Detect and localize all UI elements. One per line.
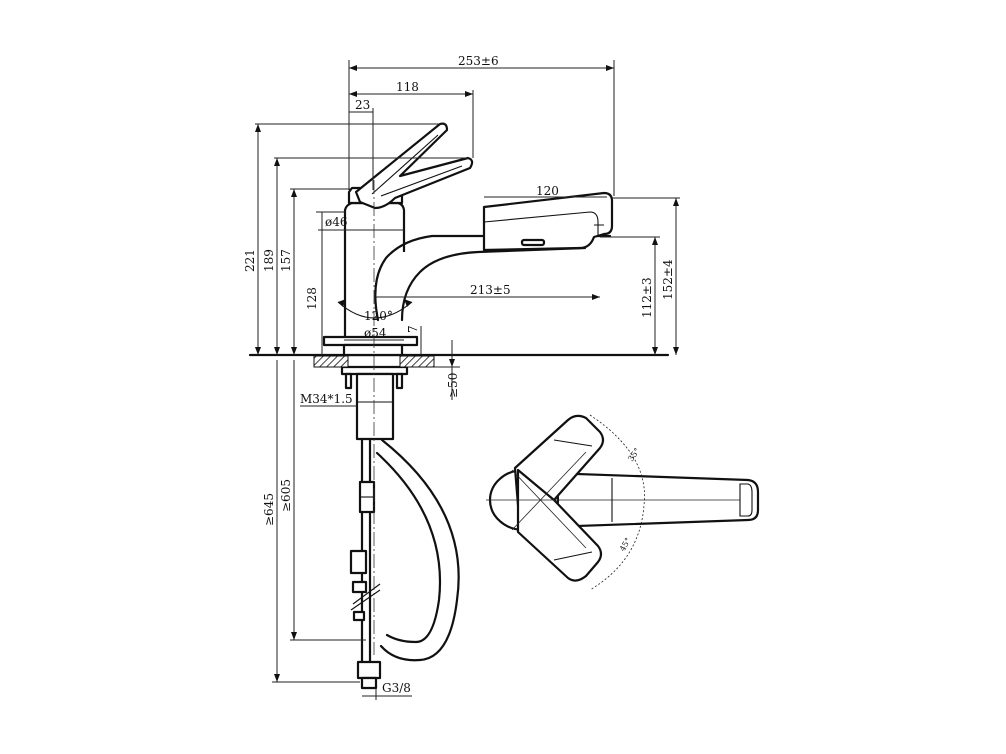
- deck-section-right: [399, 355, 435, 368]
- dim-lever-height: 189: [262, 249, 276, 272]
- dimension-lines: [255, 60, 680, 700]
- top-diagonal-1: [511, 469, 587, 549]
- spout-neck-inner: [400, 246, 587, 322]
- dim-supply-hose-length: ≥645: [262, 493, 276, 526]
- spray-head-detail: [483, 211, 604, 236]
- dim-connection-thread: G3/8: [382, 681, 411, 695]
- connection-nut: [356, 660, 382, 680]
- base-ring: [342, 343, 404, 357]
- hose-fitting-lower-2: [351, 580, 368, 594]
- dim-pullout-reach: 213±5: [470, 283, 511, 297]
- hose-fitting-upper-2: [352, 610, 366, 622]
- top-angle-top: 35°: [626, 446, 642, 463]
- top-lever-edges: [553, 439, 593, 561]
- pullout-hose-inner: [375, 451, 442, 644]
- supply-hoses: [349, 437, 382, 690]
- spray-head: [482, 191, 614, 252]
- mounting-stud-left: [344, 372, 353, 390]
- rotation-arc: [337, 301, 413, 319]
- dim-pullout-hose-length: ≥605: [279, 479, 293, 512]
- dim-spout-diameter: ø46: [325, 215, 348, 229]
- dim-lever-reach: 118: [396, 80, 419, 94]
- spray-button: [520, 238, 546, 247]
- threaded-shank: [355, 372, 395, 441]
- dim-total-height: 221: [243, 249, 257, 272]
- side-view: [248, 122, 670, 690]
- pullout-hose-outer: [379, 438, 460, 662]
- dim-spout-top-height: 157: [279, 249, 293, 272]
- top-view: 35° 45°: [486, 414, 760, 591]
- dim-deck-thickness: ≥50: [446, 373, 460, 398]
- dim-rotation-angle: 120°: [364, 309, 393, 323]
- top-angle-bottom: 45°: [618, 536, 633, 553]
- dim-outlet-height: 112±3: [640, 277, 654, 318]
- dim-spray-head-length: 120: [536, 184, 559, 198]
- top-diagonal-2: [511, 451, 587, 531]
- dim-base-ring: 7: [406, 325, 420, 333]
- deck-section-left: [313, 355, 349, 368]
- dim-spray-head-height: 152±4: [661, 259, 675, 300]
- spout-neck: [374, 234, 612, 322]
- dim-thread-size: M34*1.5: [300, 392, 353, 406]
- dim-base-diameter: ø54: [364, 326, 387, 340]
- mounting-stud-right: [395, 372, 404, 390]
- rotation-arrow-left: [338, 299, 346, 307]
- rotation-arrow-right: [404, 299, 412, 307]
- lever-handle-inner: [371, 134, 463, 197]
- lever-handle: [354, 122, 474, 210]
- dim-body-height: 128: [305, 287, 319, 310]
- connection-thread-end: [360, 676, 378, 690]
- dim-overall-reach: 253±6: [458, 54, 499, 68]
- dim-lever-offset: 23: [355, 98, 370, 112]
- dimension-labels: 253±6 118 23 120 ø46 213±5 120° ø54 M34*…: [243, 54, 675, 695]
- hose-fitting-lower: [349, 549, 368, 575]
